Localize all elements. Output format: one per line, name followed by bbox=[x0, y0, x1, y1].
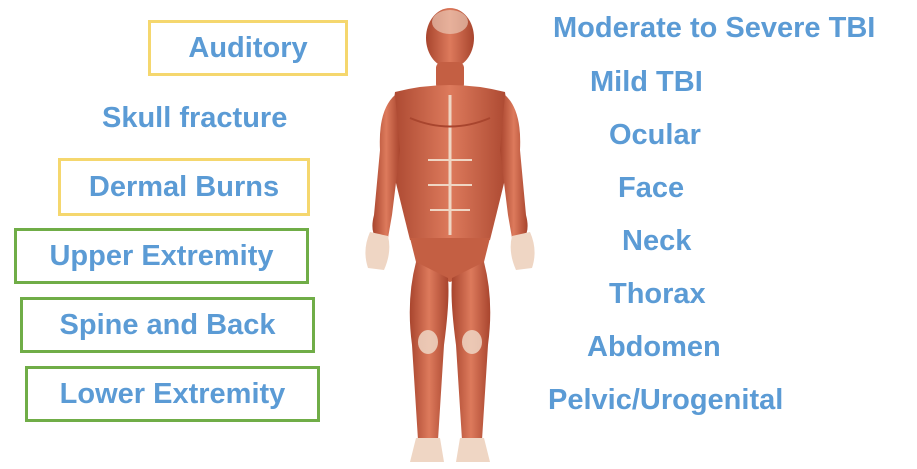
face-label: Face bbox=[618, 174, 684, 203]
lower-extremity-label: Lower Extremity bbox=[60, 378, 286, 411]
spine-and-back-label: Spine and Back bbox=[60, 309, 276, 342]
anatomy-muscle-figure-icon bbox=[340, 0, 560, 469]
skull-fracture-label: Skull fracture bbox=[102, 104, 287, 133]
dermal-burns-box: Dermal Burns bbox=[58, 158, 310, 216]
mild-tbi-label: Mild TBI bbox=[590, 68, 703, 97]
lower-extremity-box: Lower Extremity bbox=[25, 366, 320, 422]
auditory-label: Auditory bbox=[188, 32, 307, 65]
pelvic-urogenital-label: Pelvic/Urogenital bbox=[548, 386, 783, 415]
upper-extremity-box: Upper Extremity bbox=[14, 228, 309, 284]
dermal-burns-label: Dermal Burns bbox=[89, 171, 279, 204]
ocular-label: Ocular bbox=[609, 121, 701, 150]
neck-label: Neck bbox=[622, 227, 691, 256]
auditory-box: Auditory bbox=[148, 20, 348, 76]
spine-and-back-box: Spine and Back bbox=[20, 297, 315, 353]
thorax-label: Thorax bbox=[609, 280, 706, 309]
moderate-severe-tbi-label: Moderate to Severe TBI bbox=[553, 14, 875, 43]
upper-extremity-label: Upper Extremity bbox=[49, 240, 273, 273]
abdomen-label: Abdomen bbox=[587, 333, 721, 362]
